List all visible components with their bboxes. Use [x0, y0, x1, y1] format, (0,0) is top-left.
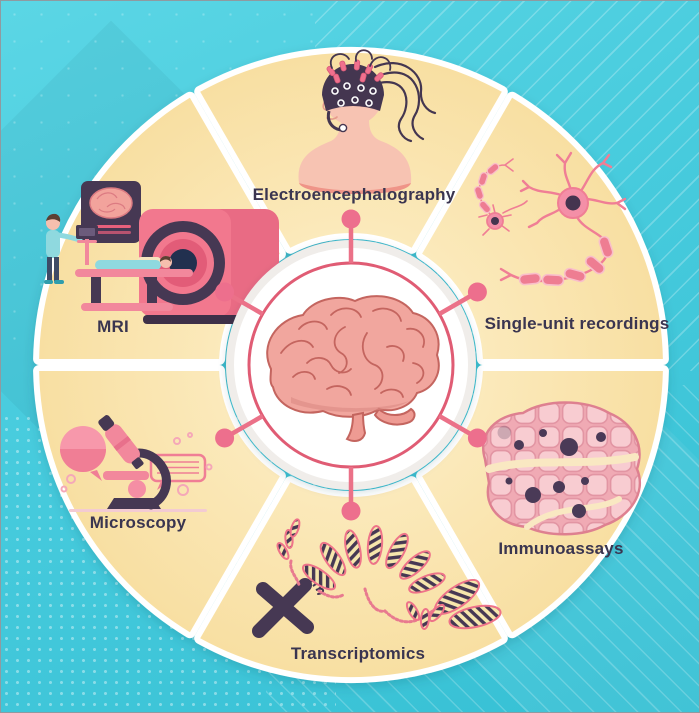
mri-scanner-icon: [44, 181, 279, 324]
neurons-icon: [473, 151, 627, 287]
chromosome-dna-icon: [252, 518, 502, 638]
console-monitor: [76, 225, 98, 265]
spokes: [226, 223, 476, 507]
segment-label-electroencephalography: Electroencephalography: [252, 185, 456, 204]
segment-label-mri: MRI: [97, 317, 129, 336]
segment-label-single-unit-recordings: Single-unit recordings: [484, 314, 670, 333]
brain-icon: [266, 295, 440, 442]
eeg-cap-patient-icon: [298, 49, 437, 194]
segment-label-immunoassays: Immunoassays: [498, 539, 624, 558]
microscope-icon: [60, 415, 213, 512]
segment-label-transcriptomics: Transcriptomics: [290, 644, 426, 663]
segment-label-microscopy: Microscopy: [89, 513, 187, 532]
tissue-sample-icon: [482, 401, 642, 536]
center-hub: [215, 209, 487, 521]
spoke-dots: [215, 209, 487, 521]
brain-scan-screen: [81, 181, 141, 243]
technician-figure: [44, 213, 98, 284]
